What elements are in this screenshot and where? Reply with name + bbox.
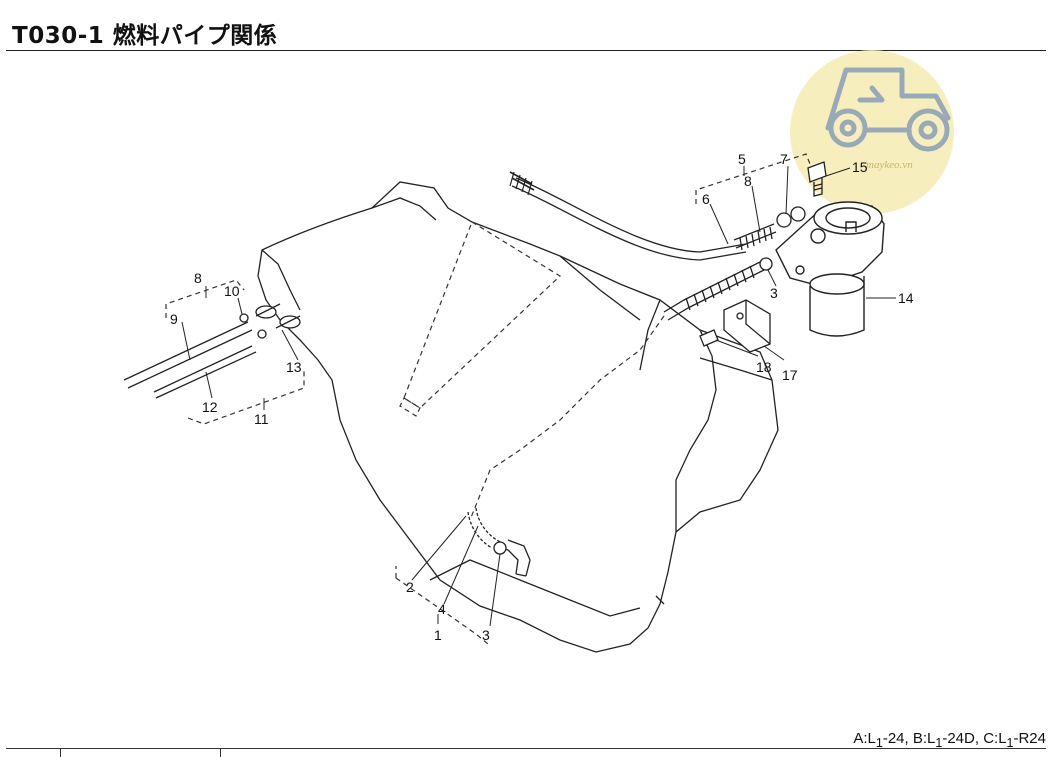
coiled-hose-8 [733,206,806,251]
tractor-icon [825,67,951,152]
callout-17: 17 [782,367,798,383]
callout-labels: 8 10 9 12 11 13 5 7 6 8 15 14 3 18 17 2 … [170,151,914,643]
group-bracket-9 [165,279,245,318]
callout-8: 8 [744,173,752,189]
callout-3-lower: 3 [482,627,490,643]
variant-b-prefix: B:L [912,730,936,747]
callout-2: 2 [406,579,414,595]
callout-12: 11 [254,411,269,427]
lower-coiled-hose [663,257,773,321]
callout-7: 7 [780,151,788,167]
watermark-logo: maykeo.vn [790,50,954,214]
variant-c-suffix: -R24 [1013,730,1046,747]
callout-10: 9 [170,311,178,327]
variant-a-prefix: A:L [853,730,876,747]
group-bracket-5 [695,153,811,204]
parts-table-edge [6,748,1046,757]
callout-16: 15 [852,159,868,175]
callout-4: 4 [438,601,446,617]
variant-b-suffix: -24D, [942,730,980,747]
callout-3-upper: 3 [770,285,778,301]
variant-a-suffix: -24, [882,730,909,747]
variant-c-sub: 1 [1006,736,1014,750]
callout-15: 14 [898,290,914,306]
variant-a-sub: 1 [875,736,883,750]
page-title: T030-1 燃料パイプ関係 [12,23,278,49]
group-bracket-1 [395,566,489,645]
header-divider [6,50,1046,51]
lower-hose-group [467,507,531,577]
callout-6: 6 [702,191,710,207]
engine-block-outline [257,181,779,653]
callout-1: 1 [434,627,442,643]
return-hose-6 [509,171,747,261]
callout-11: 10 [224,283,240,299]
leader-lines [181,165,896,627]
callout-9: 8 [194,270,202,286]
callout-13: 12 [202,399,218,415]
variant-note: A:L1-24, B:L1-24D, C:L1-R24 [853,730,1046,750]
callout-14: 13 [286,359,302,375]
bolt-18 [699,329,719,347]
bracket-17 [723,299,771,353]
watermark-brand: maykeo.vn [866,159,913,171]
fuel-line-10 [123,303,301,399]
variant-c-prefix: C:L [983,730,1007,747]
callout-18: 18 [756,359,772,375]
fuel-filter-15 [775,201,885,337]
callout-5: 5 [738,151,746,167]
variant-b-sub: 1 [935,736,943,750]
table-cell-divider [60,749,61,757]
table-cell-divider [220,749,221,757]
group-bracket-12 [187,370,305,425]
